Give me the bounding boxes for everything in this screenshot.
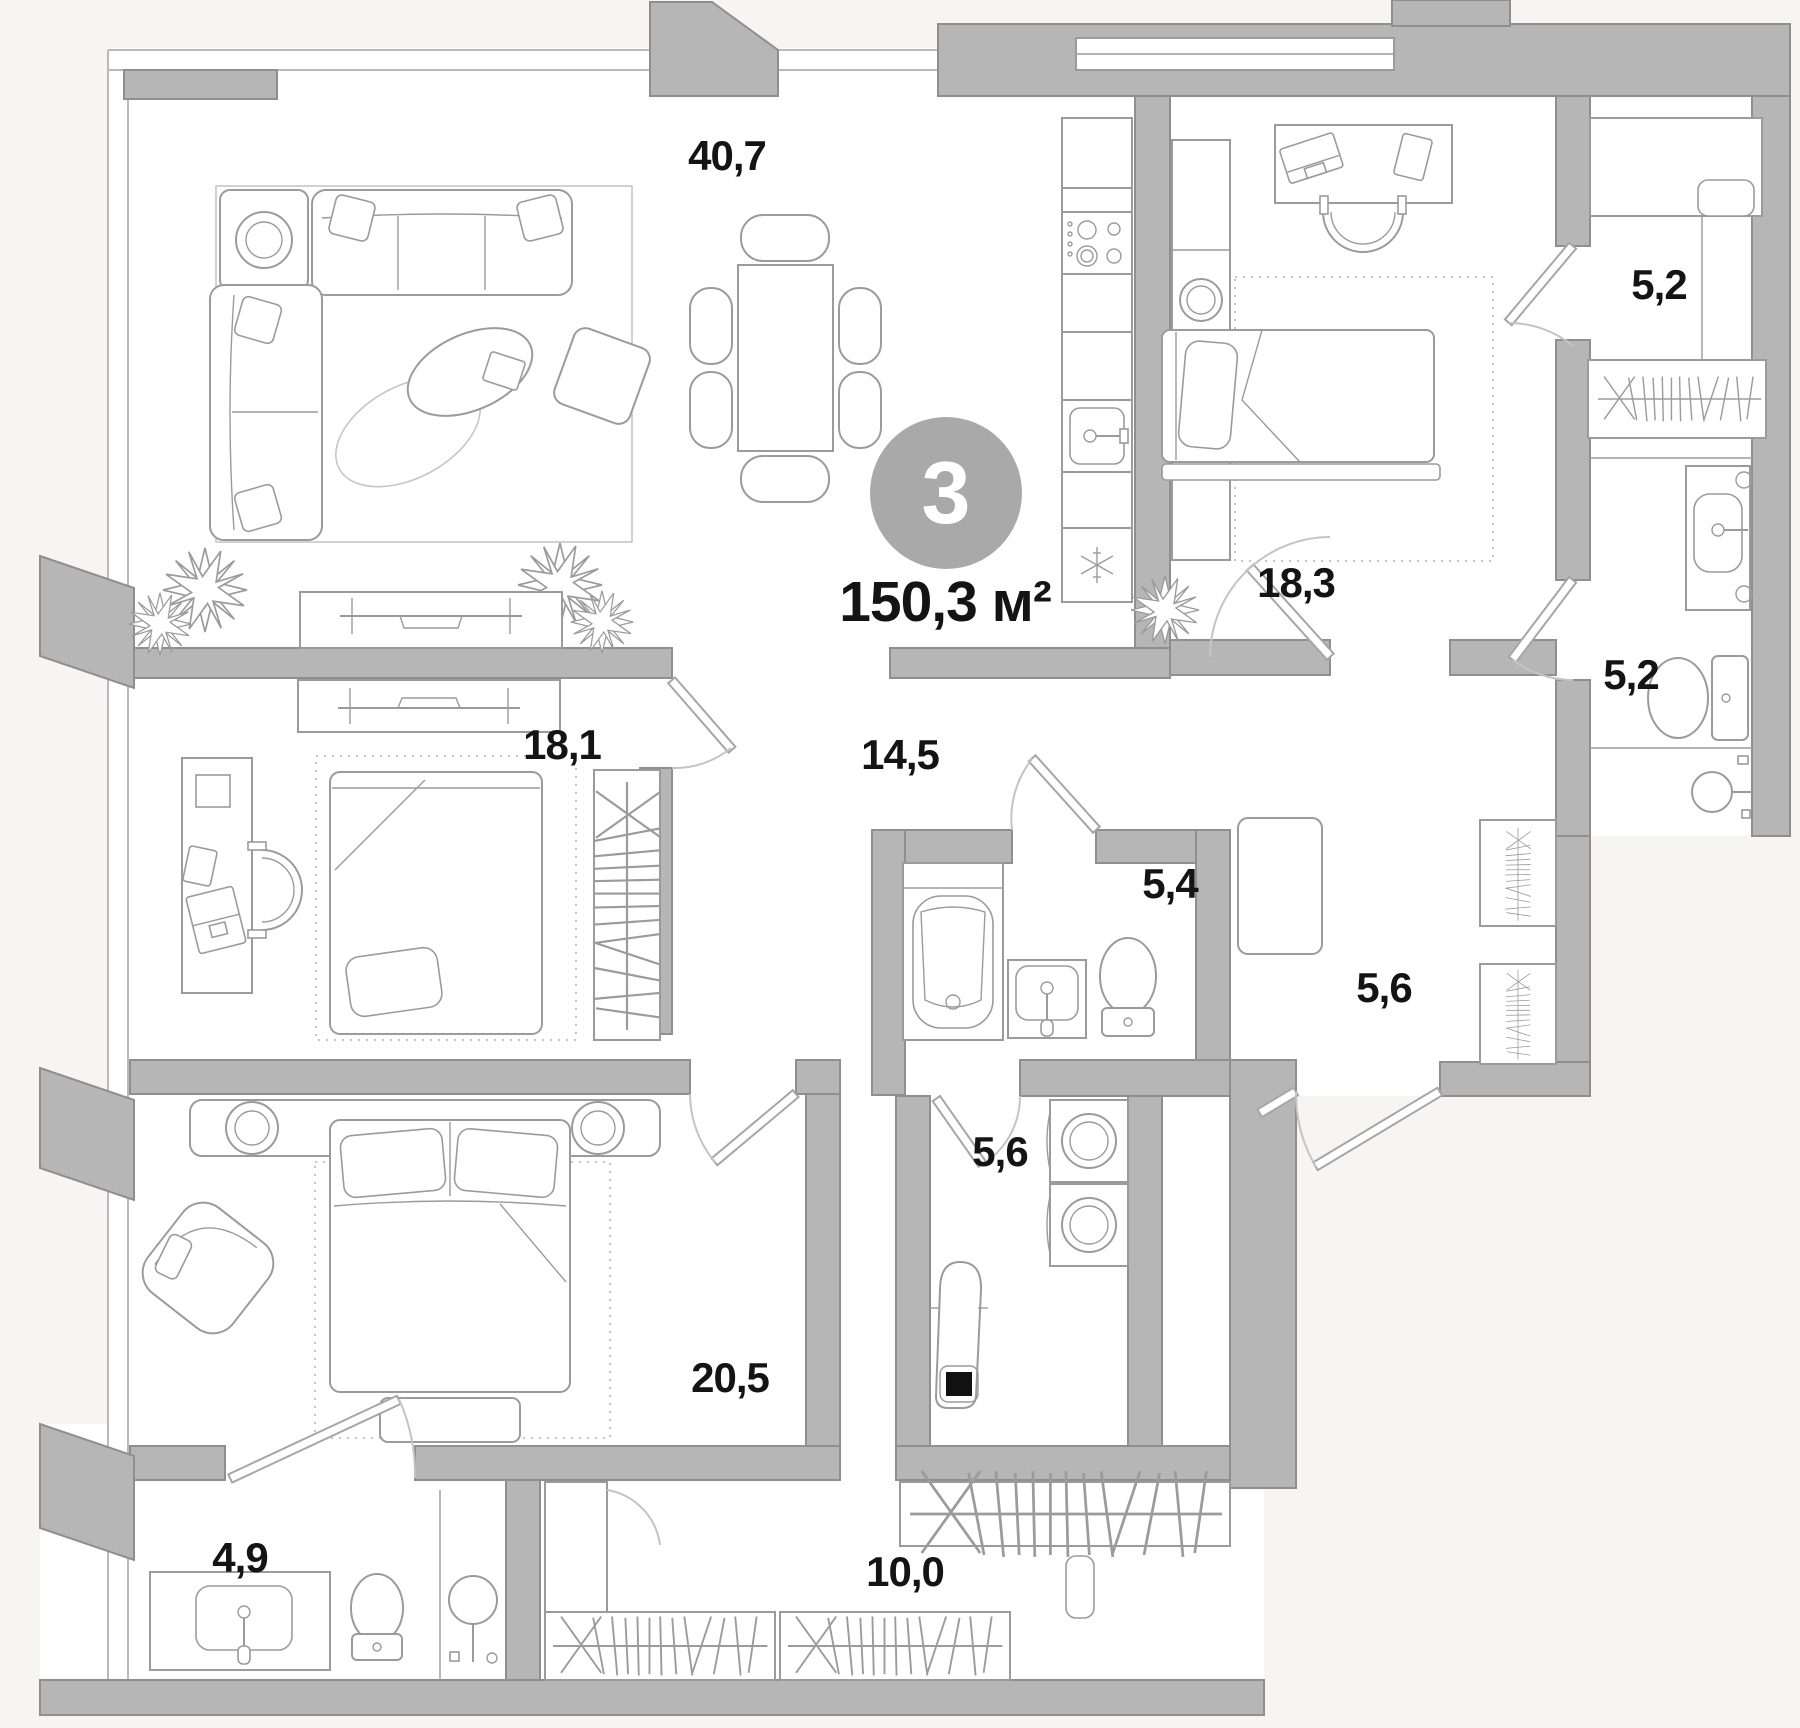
entry-door [1256,1086,1444,1172]
coffee-table [406,327,534,417]
toilet [1099,937,1157,1037]
door-bathroom-bottom [226,1394,417,1484]
room-area-label-corridor: 5,6 [1356,964,1412,1011]
dining-table [737,264,834,452]
room-area-label-bathroom-r: 5,2 [1603,651,1659,698]
armchair [141,1201,275,1335]
room-area-label-wardrobe-b: 10,0 [866,1548,945,1595]
toilet [350,1573,404,1661]
door-laundry [931,1094,1022,1169]
room-count-badge: 3 [870,417,1022,569]
shower [1691,755,1752,819]
double-bed [329,1119,571,1393]
toilet [1647,655,1749,741]
chair [740,455,830,503]
chair [838,287,882,365]
sofa-horizontal [311,189,573,296]
bedside-lamp-icon [571,1101,625,1155]
ottoman [379,1397,521,1443]
tv-console-bedroom [297,679,561,733]
rug [314,1161,611,1439]
pillow [516,194,564,242]
bathtub [902,862,1004,1041]
living-room-furniture [118,185,882,666]
desk-chair [1322,211,1404,253]
bedside-lamp-icon [225,1101,279,1155]
room-area-label-wardrobe-tr: 5,2 [1631,261,1687,308]
bathroom-right-fixtures [1590,465,1753,819]
door-bathroom-right [1507,575,1578,681]
pillow [328,194,376,242]
room-area-label-laundry: 5,6 [972,1128,1028,1175]
door-bedroom-left [666,675,737,770]
door-bedroom-top-right [1209,536,1336,662]
corridor-closets [1479,819,1557,1065]
laptop-icon [1279,132,1344,184]
notebook [1393,132,1433,182]
sofa-vertical [209,284,323,541]
room-area-label-bathroom-c: 5,4 [1142,860,1198,907]
laundry-fixtures [930,1099,1129,1409]
shower [448,1575,498,1664]
doors [226,241,1578,1484]
bed-bench [1161,463,1441,481]
bathroom-bottom-fixtures [149,1490,498,1680]
pillow [339,1127,447,1199]
room-area-label-bedroom-tr: 18,3 [1257,559,1336,606]
cabinet-door [1065,1555,1095,1619]
pillow [233,483,283,533]
vanity [149,1571,331,1671]
rug [315,755,577,1041]
kitchen-units [1061,117,1133,603]
wardrobe-top-right-units [1587,117,1767,439]
room-area-label-hallway: 14,5 [861,731,940,778]
vanity [1007,959,1087,1039]
single-bed [1161,329,1441,481]
room-area-label-living: 40,7 [688,132,767,179]
bedroom-bottom-furniture [141,1099,661,1443]
door-bedroom-bottom [689,1088,800,1167]
room-area-label-bedroom-b: 20,5 [691,1354,770,1401]
table-lamp-icon [235,211,293,269]
room-area-label-bedroom-left: 18,1 [523,721,602,768]
ironing-board [930,1260,988,1409]
rug [1234,276,1494,562]
bedroom-left-furniture [181,591,663,1041]
single-bed [329,771,543,1035]
room-area-label-bathroom-bl: 4,9 [212,1534,268,1581]
side-table [219,189,309,291]
chair [838,371,882,449]
pillow [453,1127,559,1199]
book [482,351,526,391]
stove [1061,211,1133,275]
bathroom-center-fixtures [902,862,1157,1041]
pillow [345,946,443,1018]
chair [689,287,733,365]
bedroom-top-right-furniture [1120,124,1494,655]
door-wardrobe-top-right [1503,241,1578,347]
door-bathroom-center [1010,753,1102,835]
pouf [553,327,651,425]
chair [740,214,830,262]
desk [181,757,253,994]
cabinet [544,1481,608,1621]
pillow [233,295,283,345]
total-area-label: 150,3 м² [839,570,1052,634]
sink [1693,493,1743,573]
chair [689,371,733,449]
desk-chair [261,849,303,931]
hallway-bench [1237,817,1323,955]
snowflake-icon [1080,547,1114,583]
wardrobe-bottom-units [544,1469,1231,1681]
room-count-value: 3 [921,443,971,542]
pillow [1177,340,1239,450]
dining-set [689,214,882,503]
cabinet [1589,117,1763,217]
tv-console-living [299,591,563,649]
